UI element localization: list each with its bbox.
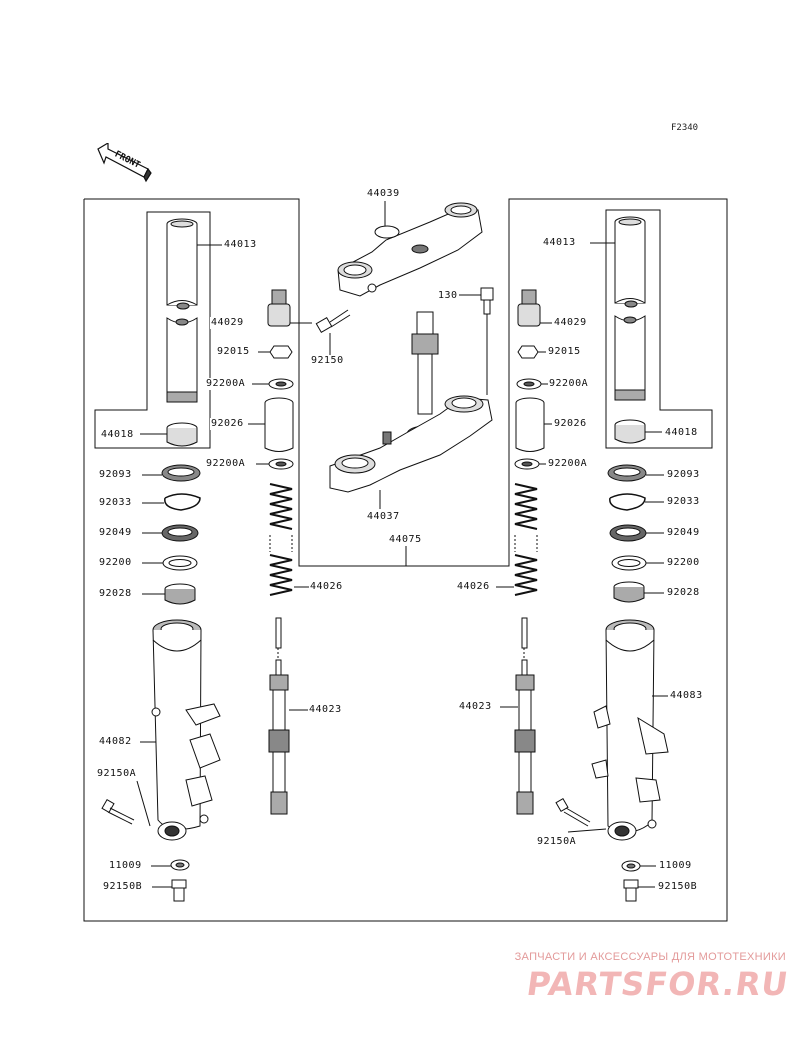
right-fork-parts bbox=[496, 216, 669, 902]
label-92028-left: 92028 bbox=[98, 588, 133, 600]
label-44029-left: 44029 bbox=[210, 317, 245, 329]
label-92026-left: 92026 bbox=[210, 418, 245, 430]
label-44018-right: 44018 bbox=[664, 427, 699, 439]
left-axle-bolt bbox=[101, 780, 151, 827]
right-washer bbox=[611, 555, 664, 571]
label-44075: 44075 bbox=[388, 534, 423, 546]
label-44018-left: 44018 bbox=[100, 429, 135, 441]
left-group-frame bbox=[84, 198, 403, 567]
left-fork-tube bbox=[166, 218, 222, 403]
label-92093-right: 92093 bbox=[666, 469, 701, 481]
left-retaining-ring bbox=[142, 493, 201, 511]
right-top-plug bbox=[517, 289, 552, 327]
right-axle-bolt bbox=[555, 797, 607, 833]
label-44039: 44039 bbox=[366, 188, 401, 200]
watermark-logo: PARTSFOR.RU bbox=[523, 965, 791, 1003]
label-44023-left: 44023 bbox=[308, 704, 343, 716]
left-fork-spring bbox=[269, 483, 312, 596]
label-44026-left: 44026 bbox=[309, 581, 344, 593]
label-44013-right: 44013 bbox=[542, 237, 577, 249]
center-parts bbox=[315, 201, 494, 509]
steering-stem bbox=[329, 311, 493, 509]
right-slide-bushing bbox=[613, 581, 664, 603]
label-92015-right: 92015 bbox=[547, 346, 582, 358]
label-92049-left: 92049 bbox=[98, 527, 133, 539]
label-92200a-top-right: 92200A bbox=[548, 378, 590, 390]
label-92150a-left: 92150A bbox=[96, 768, 138, 780]
right-spacer-washer-top bbox=[516, 378, 548, 390]
label-92150b-right: 92150B bbox=[657, 881, 699, 893]
label-92015-left: 92015 bbox=[216, 346, 251, 358]
left-top-plug bbox=[267, 289, 312, 327]
right-nut bbox=[517, 345, 546, 359]
left-fork-parts bbox=[101, 218, 312, 902]
label-92049-right: 92049 bbox=[666, 527, 701, 539]
label-44026-right: 44026 bbox=[456, 581, 491, 593]
right-drain-bolt bbox=[623, 879, 655, 902]
left-oil-seal bbox=[142, 524, 199, 542]
label-92033-right: 92033 bbox=[666, 496, 701, 508]
label-92200-left: 92200 bbox=[98, 557, 133, 569]
label-92026-right: 92026 bbox=[553, 418, 588, 430]
left-guide-bushing bbox=[140, 422, 198, 447]
label-92093-left: 92093 bbox=[98, 469, 133, 481]
right-spacer-washer-bottom bbox=[514, 458, 546, 470]
label-92033-left: 92033 bbox=[98, 497, 133, 509]
right-fork-tube bbox=[590, 216, 646, 401]
upper-bracket bbox=[337, 201, 483, 297]
label-44023-right: 44023 bbox=[458, 701, 493, 713]
label-44083-right: 44083 bbox=[669, 690, 704, 702]
label-11009-left: 11009 bbox=[108, 860, 143, 872]
left-spacer-washer-top bbox=[252, 378, 294, 390]
label-92150b-left: 92150B bbox=[102, 881, 144, 893]
front-arrow-icon: FRONT bbox=[97, 143, 152, 183]
label-44082-left: 44082 bbox=[98, 736, 133, 748]
right-tube-box bbox=[605, 209, 713, 449]
left-damper-rod bbox=[268, 617, 308, 815]
right-guide-bushing bbox=[614, 419, 662, 444]
label-92200a-bottom-right: 92200A bbox=[547, 458, 589, 470]
left-tube-box bbox=[94, 211, 211, 449]
label-92028-right: 92028 bbox=[666, 587, 701, 599]
left-collar bbox=[248, 397, 294, 452]
left-slide-bushing bbox=[142, 583, 196, 605]
left-nut bbox=[258, 345, 293, 359]
right-fork-spring bbox=[496, 483, 538, 596]
label-44029-right: 44029 bbox=[553, 317, 588, 329]
right-collar bbox=[515, 397, 552, 452]
left-washer bbox=[142, 555, 198, 571]
left-outer-tube bbox=[140, 619, 221, 841]
left-drain-bolt bbox=[152, 879, 187, 902]
right-dust-seal bbox=[607, 464, 664, 482]
right-damper-rod bbox=[500, 617, 536, 815]
right-retaining-ring bbox=[609, 493, 664, 511]
right-outer-tube bbox=[591, 619, 669, 841]
label-92150: 92150 bbox=[310, 355, 345, 367]
clamp-bolt-130 bbox=[459, 287, 494, 395]
label-92200a-top-left: 92200A bbox=[205, 378, 247, 390]
right-gasket bbox=[621, 860, 656, 872]
label-44013-left: 44013 bbox=[223, 239, 258, 251]
label-92200-right: 92200 bbox=[666, 557, 701, 569]
label-44037: 44037 bbox=[366, 511, 401, 523]
watermark-subtitle: ЗАПЧАСТИ И АКСЕССУАРЫ ДЛЯ МОТОТЕХНИКИ bbox=[514, 951, 786, 963]
label-92150a-right: 92150A bbox=[536, 836, 578, 848]
bracket-bolt-92150 bbox=[315, 309, 351, 355]
left-gasket bbox=[151, 859, 190, 871]
figure-code: F2340 bbox=[671, 123, 699, 133]
label-130: 130 bbox=[437, 290, 459, 302]
right-oil-seal bbox=[609, 524, 664, 542]
label-11009-right: 11009 bbox=[658, 860, 693, 872]
left-dust-seal bbox=[142, 464, 201, 482]
left-spacer-washer-bottom bbox=[256, 458, 294, 470]
label-92200a-bottom-left: 92200A bbox=[205, 458, 247, 470]
